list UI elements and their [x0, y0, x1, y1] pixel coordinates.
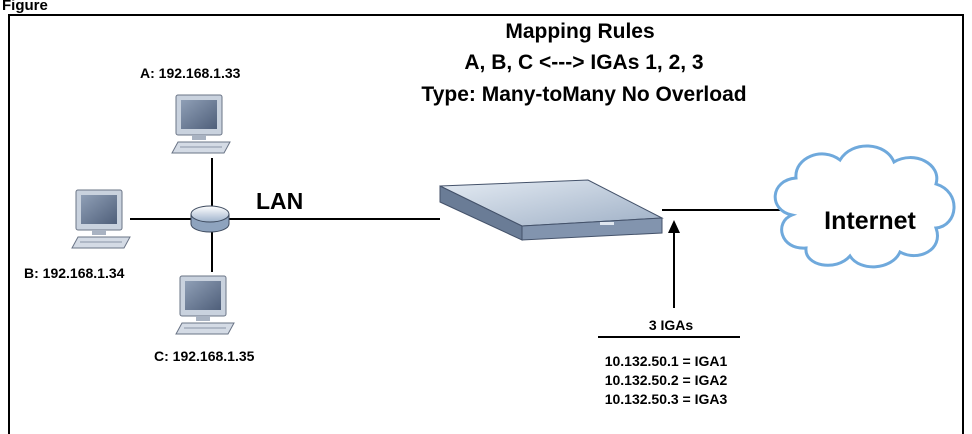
- hub-icon: [190, 205, 230, 233]
- mapping-rules-heading: Mapping Rules: [505, 20, 654, 43]
- computer-c-icon: [175, 275, 235, 335]
- iga-line-2: 10.132.50.2 = IGA2: [605, 372, 728, 388]
- figure-frame: [8, 14, 964, 434]
- iga-arrow: [668, 220, 680, 308]
- internet-label: Internet: [824, 207, 916, 235]
- internet-cloud-icon: [773, 144, 956, 269]
- iga-line-3: 10.132.50.3 = IGA3: [605, 391, 728, 407]
- host-c-label: C: 192.168.1.35: [154, 348, 255, 364]
- figure-label: Figure: [2, 0, 48, 14]
- mapping-rules-line: A, B, C <---> IGAs 1, 2, 3: [464, 51, 703, 74]
- computer-a-icon: [171, 94, 231, 154]
- iga-count-label: 3 IGAs: [649, 317, 694, 333]
- iga-line-1: 10.132.50.1 = IGA1: [605, 353, 728, 369]
- router-icon: [439, 179, 664, 241]
- computer-b-icon: [71, 189, 131, 249]
- host-b-label: B: 192.168.1.34: [24, 265, 125, 281]
- network-diagram: Mapping Rules A, B, C <---> IGAs 1, 2, 3…: [24, 20, 956, 407]
- mapping-type-line: Type: Many-toMany No Overload: [421, 83, 746, 106]
- host-a-label: A: 192.168.1.33: [140, 65, 241, 81]
- lan-label: LAN: [256, 188, 303, 214]
